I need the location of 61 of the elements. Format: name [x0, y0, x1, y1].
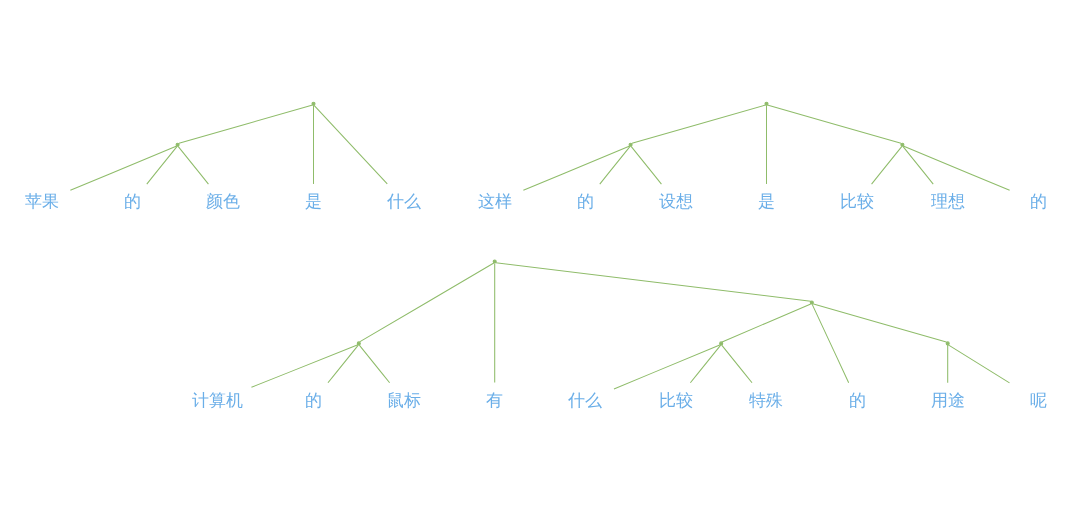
- node-point: [628, 142, 633, 147]
- connector: [250, 343, 359, 388]
- node-text: 的: [305, 389, 322, 410]
- connector: [631, 104, 767, 144]
- connector: [947, 343, 1010, 383]
- node-text: 的: [576, 190, 594, 211]
- node-point: [809, 299, 814, 304]
- connector: [178, 104, 314, 144]
- node-point: [719, 340, 724, 345]
- connector: [312, 104, 315, 184]
- node-text: 是: [758, 190, 775, 211]
- connector: [902, 145, 934, 185]
- connector: [630, 145, 662, 185]
- connector: [359, 262, 495, 342]
- node-text: 的: [123, 190, 141, 211]
- connector: [494, 262, 496, 383]
- node-text: 计算机: [192, 389, 244, 410]
- connector: [313, 104, 388, 184]
- connector: [871, 145, 903, 185]
- node-point: [764, 101, 769, 106]
- connector: [146, 145, 178, 185]
- node-point: [900, 142, 905, 147]
- node-text: 苹果: [24, 190, 59, 211]
- connector: [766, 104, 902, 144]
- connector: [811, 303, 850, 383]
- node-text: 用途: [930, 389, 965, 410]
- connector: [721, 344, 753, 383]
- connector: [327, 344, 359, 383]
- node-text: 鼠标: [387, 389, 422, 410]
- connector: [765, 104, 768, 184]
- connector: [947, 344, 949, 383]
- node-point: [945, 340, 950, 345]
- connector: [902, 145, 1011, 191]
- connector: [599, 145, 631, 185]
- node-point: [492, 258, 497, 264]
- node-text: 比较: [840, 190, 875, 211]
- connector: [358, 344, 391, 383]
- node-point: [175, 142, 180, 147]
- node-point: [356, 340, 361, 345]
- node-text: 特殊: [749, 389, 784, 410]
- connector: [689, 344, 722, 383]
- node-text: 的: [848, 389, 866, 410]
- node-text: 设想: [658, 190, 693, 211]
- connector: [522, 145, 631, 191]
- connector: [69, 145, 178, 191]
- node-text: 这样: [477, 190, 512, 211]
- node-point: [311, 101, 316, 106]
- node-text: 什么: [568, 389, 603, 410]
- connector: [613, 343, 721, 389]
- connector: [812, 302, 947, 342]
- connector: [495, 261, 812, 302]
- node-text: 呢: [1029, 389, 1047, 410]
- node-text: 颜色: [205, 190, 240, 211]
- connector: [721, 302, 812, 342]
- node-text: 的: [1029, 190, 1047, 211]
- node-text: 什么: [387, 190, 422, 211]
- node-text: 是: [305, 190, 322, 211]
- connector: [177, 145, 209, 185]
- node-text: 理想: [930, 190, 965, 211]
- node-text: 比较: [658, 389, 693, 410]
- node-text: 有: [486, 389, 504, 410]
